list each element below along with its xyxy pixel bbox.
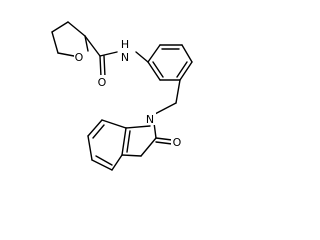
bond-ph-4 [179,61,193,81]
bond-ph-6 [147,61,161,81]
bond-c2-c3 [140,137,157,157]
bond-c2-carbonyl [84,35,101,57]
bond-carbonyl-o-1 [99,55,102,78]
atom-amide-nitrogen: N [121,51,129,64]
bond-thf-5 [84,35,89,52]
molecule-structure: O O N H N O [51,21,193,171]
atom-ring-oxygen: O [75,51,84,64]
bond-ch2-n [152,102,177,116]
bond-thf-4 [57,52,75,57]
bond-bz-3 [87,119,103,137]
bond-bz-5-inner [95,155,113,166]
bond-bz-6 [111,154,123,171]
bond-bz-1 [121,127,127,156]
phenyl-ring [147,44,193,81]
atom-lactam-carbonyl-oxygen: O [173,136,182,149]
bond-bz-5 [91,159,113,171]
atom-labels: O O N H N O [74,38,183,149]
bond-carbonyl-n [99,51,118,57]
bond-thf-1 [67,21,86,37]
bond-bz-3-inner [92,124,105,139]
bond-bz-2 [101,119,127,129]
atom-indolinone-nitrogen: N [146,113,154,126]
bond-n-phenyl [135,51,149,63]
atom-amide-hydrogen: H [121,38,129,51]
bond-ph-4-inner [176,61,188,78]
bond-ph-ch2 [175,79,181,104]
bond-c2-o-2 [155,141,173,145]
bond-c2-o-1 [155,137,173,141]
bond-n-c7a [125,125,151,129]
bond-bz-4 [87,135,93,161]
tetrahydrofuran-ring [51,21,89,57]
bond-carbonyl-o-2 [103,55,106,78]
bond-ph-6-inner [152,61,164,78]
atom-amide-carbonyl-oxygen: O [98,76,107,89]
bond-ph-3 [181,44,193,63]
methylene-linker [152,79,181,116]
bond-ph-1 [147,44,161,63]
indolinone-benzene-ring [87,119,131,171]
amide-group [84,35,149,78]
bond-bz-1-inner [126,130,131,153]
bond-c3-c3a [121,154,142,157]
bond-thf-2 [51,21,69,33]
bond-thf-3 [51,31,59,54]
